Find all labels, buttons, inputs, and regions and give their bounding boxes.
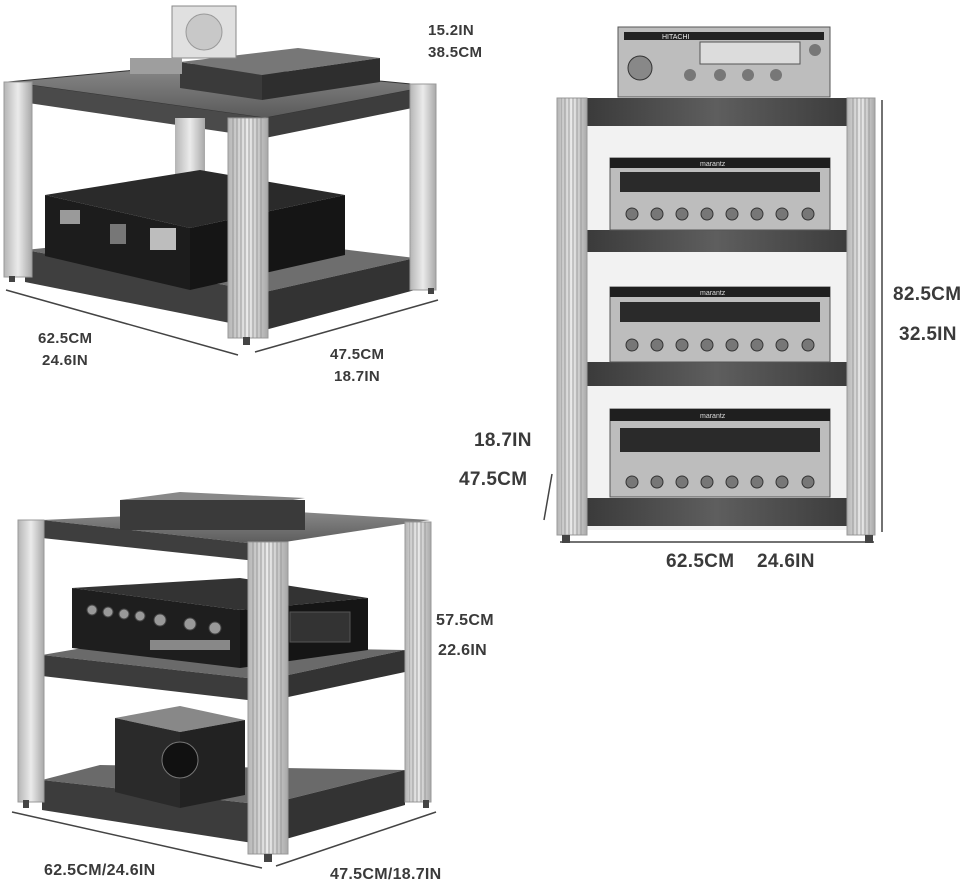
rack-shelf xyxy=(585,230,847,252)
depth-label-cm: 47.5CM xyxy=(330,346,385,363)
depth-dimension-line xyxy=(543,473,553,521)
depth-label-in: 18.7IN xyxy=(474,430,532,451)
receiver-brand-label: marantz xyxy=(700,161,726,168)
cd-case xyxy=(130,5,237,74)
depth-dimension-line xyxy=(254,299,439,353)
rack-post xyxy=(17,519,45,803)
stereo-receiver: marantz xyxy=(609,286,831,363)
rack-post xyxy=(3,81,33,278)
width-label-in: 24.6IN xyxy=(757,551,815,572)
depth-label: 47.5CM/18.7IN xyxy=(330,866,442,883)
amplifier-brand-label: HITACHI xyxy=(662,34,690,41)
height-label-cm: 57.5CM xyxy=(436,612,494,629)
stereo-receiver: marantz xyxy=(609,408,831,498)
rack-bottom-shelf-side xyxy=(265,258,415,330)
three-tier-rack xyxy=(11,492,437,869)
rack-post xyxy=(409,83,437,291)
depth-label-in: 18.7IN xyxy=(334,368,380,385)
rack-shelf xyxy=(585,498,847,526)
depth-label-cm: 47.5CM xyxy=(459,469,528,490)
depth-dimension-line xyxy=(275,811,437,867)
height-label-cm: 82.5CM xyxy=(893,284,962,305)
rack-shelf xyxy=(585,362,847,386)
integrated-amplifier: HITACHI xyxy=(617,26,831,98)
rack-top-shelf-side xyxy=(265,86,432,138)
width-label: 62.5CM/24.6IN xyxy=(44,862,156,879)
height-label-in: 22.6IN xyxy=(438,642,487,659)
rack-bottom-shelf-edge xyxy=(25,250,265,330)
wooden-tray xyxy=(180,48,380,100)
wooden-tray xyxy=(120,492,305,530)
rack-shelf xyxy=(585,98,847,126)
width-dimension-line xyxy=(5,289,239,356)
projector xyxy=(115,706,245,808)
width-label-cm: 62.5CM xyxy=(666,551,735,572)
height-label-cm: 38.5CM xyxy=(428,44,483,61)
width-label-cm: 62.5CM xyxy=(38,330,93,347)
height-label-in: 32.5IN xyxy=(899,324,957,345)
width-dimension-line xyxy=(11,811,263,869)
width-label-in: 24.6IN xyxy=(42,352,88,369)
receiver-brand-label: marantz xyxy=(700,413,726,420)
two-tier-rack xyxy=(3,5,439,356)
height-label-in: 15.2IN xyxy=(428,22,474,39)
receiver-brand-label: marantz xyxy=(700,290,726,297)
stereo-receiver: marantz xyxy=(609,157,831,231)
four-tier-rack: HITACHI marantz marantz marantz xyxy=(543,26,883,543)
